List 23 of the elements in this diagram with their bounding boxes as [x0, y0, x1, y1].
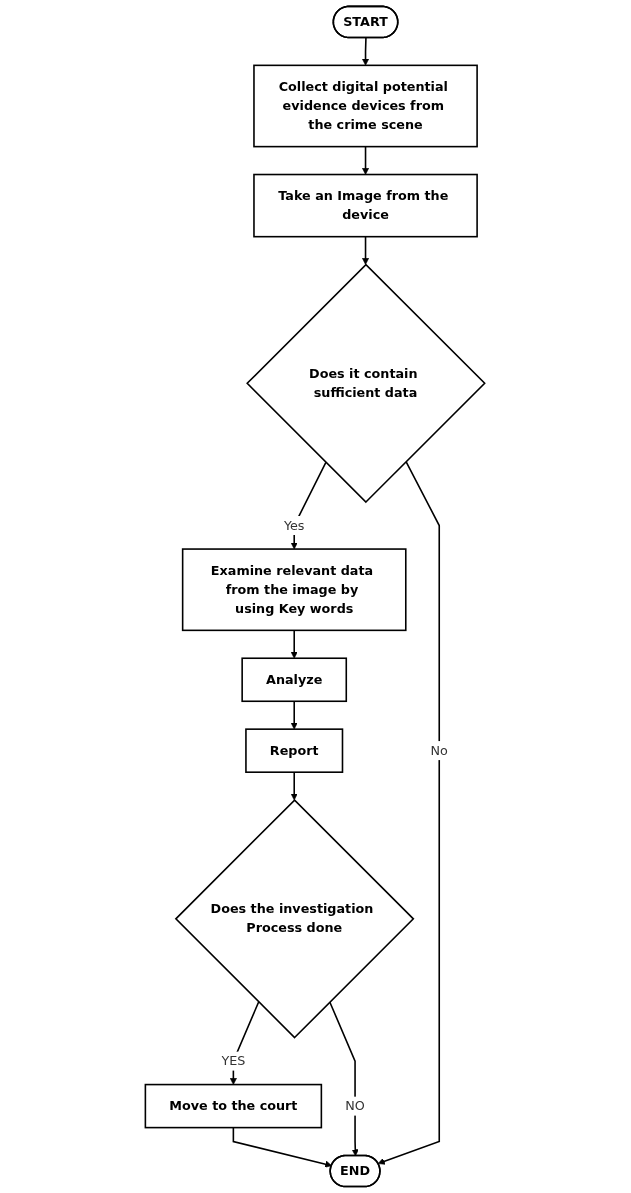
arrow — [291, 629, 299, 659]
node-box: Collect digital potential evidence devices from the crime scene — [253, 64, 479, 148]
arrow — [362, 37, 370, 66]
edge-label: NO — [345, 1098, 366, 1114]
arrow — [230, 1001, 260, 1085]
arrow — [233, 1126, 333, 1168]
arrow — [291, 461, 328, 550]
arrow — [291, 700, 299, 730]
arrow — [291, 771, 299, 801]
node-diamond: Does the investigation Process done — [175, 798, 415, 1039]
node-box: Analyze — [241, 657, 348, 703]
edge-label: Yes — [284, 517, 305, 533]
arrow — [378, 460, 441, 1165]
node-diamond: Does it contain sufficient data — [246, 263, 487, 504]
arrow — [362, 145, 370, 175]
arrow — [362, 235, 370, 265]
node-box: Examine relevant data from the image by using Key words — [182, 548, 408, 632]
edge-label: YES — [221, 1053, 246, 1069]
arrow — [329, 1001, 360, 1157]
edge-label: No — [431, 742, 449, 758]
node-box: Take an Image from the device — [253, 173, 479, 238]
node-box: Report — [245, 728, 344, 773]
node-box: Move to the court — [145, 1083, 323, 1129]
